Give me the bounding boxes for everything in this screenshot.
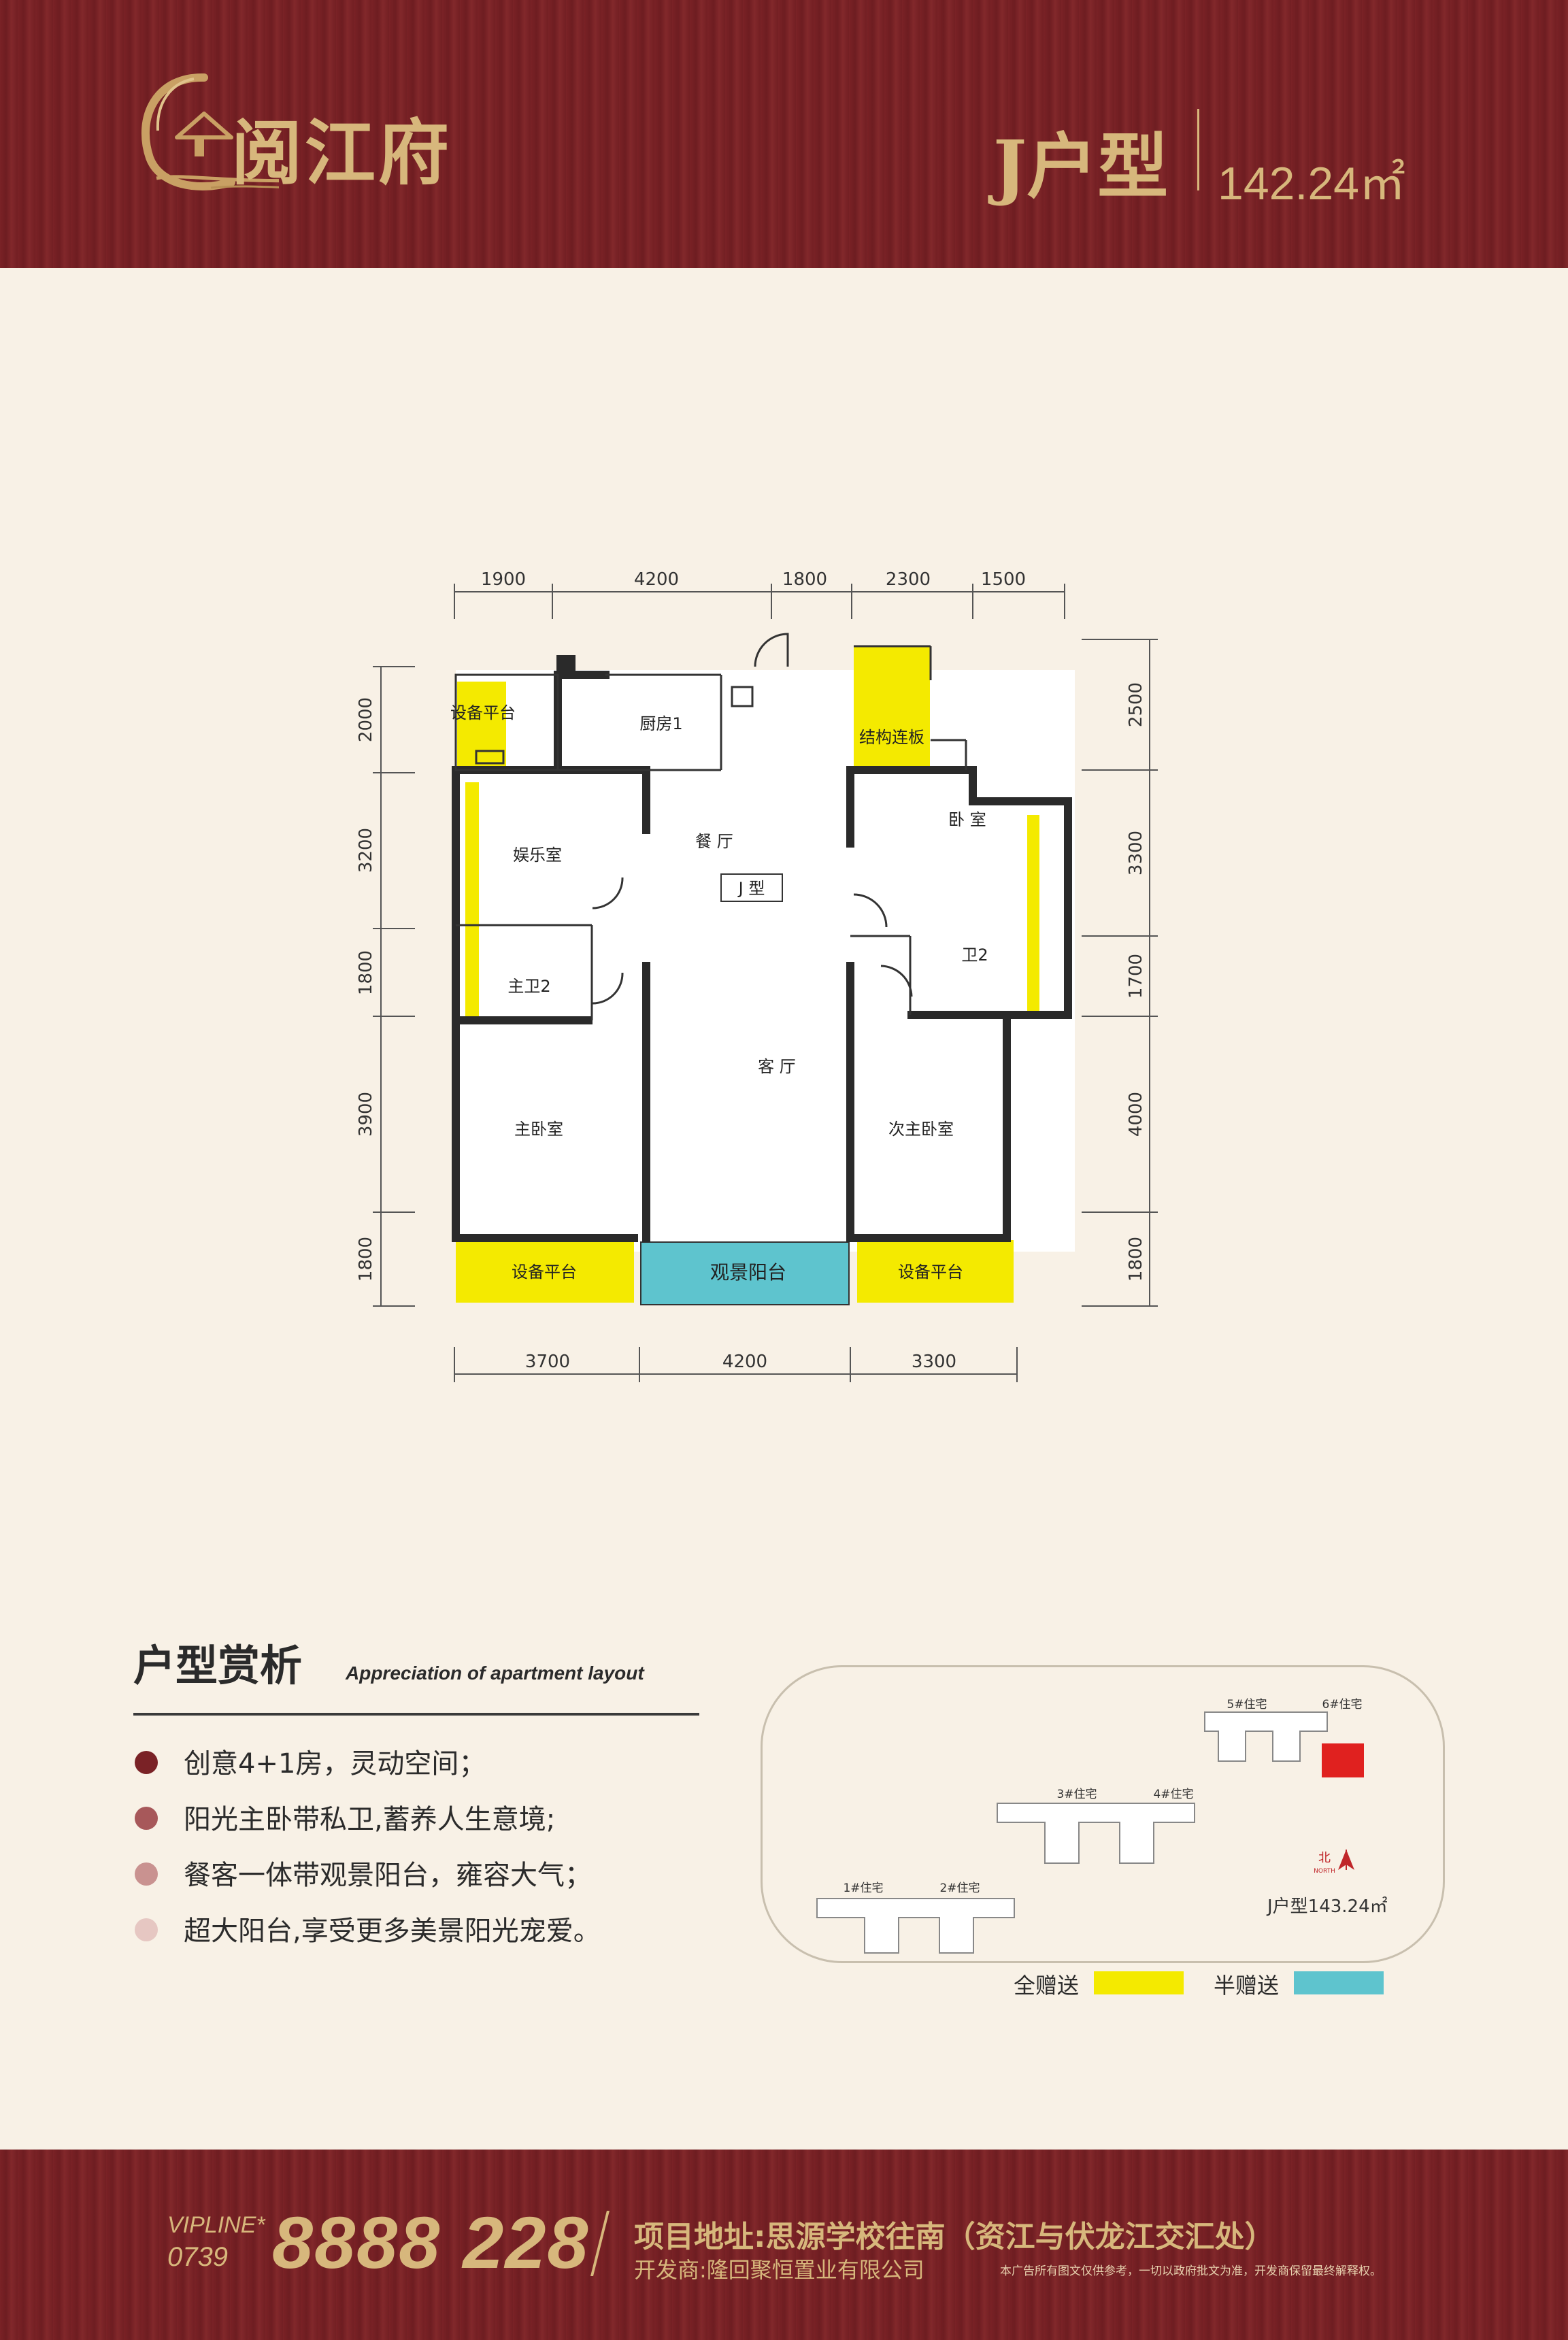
north-arrow-icon: [1338, 1850, 1354, 1870]
dim-left-4: 3900: [356, 1092, 376, 1137]
dim-top-1: 1900: [481, 569, 526, 590]
site-plan-map: 5#住宅 6#住宅 3#住宅 4#住宅 1#住宅 2#住宅 北 NORTH J户…: [816, 1698, 1388, 1954]
type-tag: J 型: [737, 879, 765, 898]
logo-text: 阅江府: [231, 111, 452, 195]
dim-left-2: 3200: [356, 828, 376, 873]
list-item: 创意4+1房，灵动空间；: [133, 1741, 746, 1797]
legend-half-gift-swatch: [1294, 1971, 1384, 1994]
label-dining: 餐 厅: [695, 832, 733, 851]
unit-caption: J户型143.24㎡: [1266, 1896, 1388, 1917]
analysis-underline: [133, 1713, 699, 1716]
legend-full-gift-label: 全赠送: [1014, 1973, 1080, 1999]
label-equip-platform-left: 设备平台: [512, 1263, 577, 1282]
phone-number: 8888 228: [272, 2201, 590, 2284]
label-kitchen: 厨房1: [639, 714, 682, 733]
dim-top-4: 2300: [886, 569, 931, 590]
label-structural-slab: 结构连板: [859, 728, 924, 747]
bullet-dot-icon: [135, 1862, 158, 1886]
unit-type-title: J户型: [993, 124, 1169, 208]
bullet-dot-icon: [135, 1751, 158, 1774]
north-sub: NORTH: [1314, 1868, 1335, 1875]
dim-right-1: 2500: [1126, 682, 1146, 727]
bullet-dot-icon: [135, 1807, 158, 1830]
label-equip-platform-right: 设备平台: [898, 1263, 963, 1282]
dim-bottom-3: 3300: [912, 1352, 956, 1372]
dim-right-2: 3300: [1126, 831, 1146, 875]
dim-top-5: 1500: [981, 569, 1026, 590]
label-living: 客 厅: [758, 1057, 796, 1076]
building-label: 3#住宅: [1056, 1788, 1097, 1801]
title-divider: [1197, 109, 1199, 190]
footer-band: [0, 2150, 1568, 2340]
project-address: 项目地址:思源学校往南（资江与伏龙江交汇处）: [634, 2220, 1275, 2254]
list-item: 餐客一体带观景阳台，雍容大气；: [133, 1853, 746, 1909]
building-label: 2#住宅: [939, 1882, 980, 1895]
vipline-label: VIPLINE*: [167, 2212, 265, 2238]
view-balcony-area: [640, 1241, 850, 1305]
dim-right-3: 1700: [1126, 954, 1146, 999]
label-equip-platform-top: 设备平台: [450, 703, 516, 722]
label-second-master-bedroom: 次主卧室: [888, 1120, 954, 1139]
list-item: 超大阳台,享受更多美景阳光宠爱。: [133, 1909, 746, 1965]
dim-left-5: 1800: [356, 1237, 376, 1282]
structural-slab-area: [854, 646, 930, 770]
bullet-text: 餐客一体带观景阳台，雍容大气；: [184, 1860, 592, 1891]
area-code: 0739: [167, 2242, 228, 2272]
building-label: 4#住宅: [1153, 1788, 1193, 1801]
header-band: [0, 0, 1568, 268]
building-label: 6#住宅: [1322, 1698, 1362, 1711]
floor-plan: 1900 4200 1800 2300 1500 3700 4200 3300 …: [356, 569, 1158, 1382]
bullet-text: 超大阳台,享受更多美景阳光宠爱。: [184, 1916, 601, 1947]
dim-left-3: 1800: [356, 950, 376, 995]
logo: 阅江府: [129, 63, 510, 199]
logo-emblem-icon: [141, 73, 279, 190]
bullet-text: 创意4+1房，灵动空间；: [184, 1748, 486, 1779]
bullet-text: 阳光主卧带私卫,蓄养人生意境;: [184, 1804, 556, 1835]
label-master-bath: 主卫2: [507, 977, 550, 996]
legend-half-gift-label: 半赠送: [1214, 1973, 1280, 1999]
label-master-bedroom: 主卧室: [514, 1120, 563, 1139]
dim-top-3: 1800: [782, 569, 827, 590]
type-tag-box: [720, 873, 783, 902]
equip-platform-left-area: [456, 1240, 634, 1303]
list-item: 阳光主卧带私卫,蓄养人生意境;: [133, 1797, 746, 1853]
analysis-subtitle: Appreciation of apartment layout: [346, 1662, 644, 1684]
building-label: 1#住宅: [843, 1882, 883, 1895]
dim-bottom-2: 4200: [722, 1352, 767, 1372]
dim-right-4: 4000: [1126, 1092, 1146, 1137]
unit-area: 142.24㎡: [1218, 158, 1405, 210]
site-plan: 5#住宅 6#住宅 3#住宅 4#住宅 1#住宅 2#住宅 北 NORTH J户…: [761, 1665, 1445, 1963]
equip-platform-right-area: [857, 1240, 1014, 1303]
unit-highlight: [1322, 1743, 1364, 1777]
dim-left-1: 2000: [356, 697, 376, 742]
disclaimer: 本广告所有图文仅供参考，一切以政府批文为准，开发商保留最终解释权。: [1000, 2264, 1382, 2278]
label-view-balcony: 观景阳台: [710, 1261, 786, 1284]
analysis-title: 户型赏析: [133, 1641, 303, 1690]
legend-full-gift-swatch: [1094, 1971, 1184, 1994]
label-entertainment-room: 娱乐室: [513, 846, 562, 865]
north-label: 北: [1318, 1851, 1331, 1865]
label-bath2: 卫2: [961, 946, 988, 965]
equip-platform-top-area: [457, 682, 506, 769]
dim-bottom-1: 3700: [525, 1352, 570, 1372]
building-label: 5#住宅: [1227, 1698, 1267, 1711]
dim-right-5: 1800: [1126, 1237, 1146, 1282]
developer: 开发商:隆回聚恒置业有限公司: [634, 2257, 924, 2283]
analysis-bullets: 创意4+1房，灵动空间； 阳光主卧带私卫,蓄养人生意境; 餐客一体带观景阳台，雍…: [133, 1741, 746, 1965]
dim-top-2: 4200: [634, 569, 679, 590]
label-bedroom: 卧 室: [948, 810, 986, 829]
bullet-dot-icon: [135, 1918, 158, 1941]
